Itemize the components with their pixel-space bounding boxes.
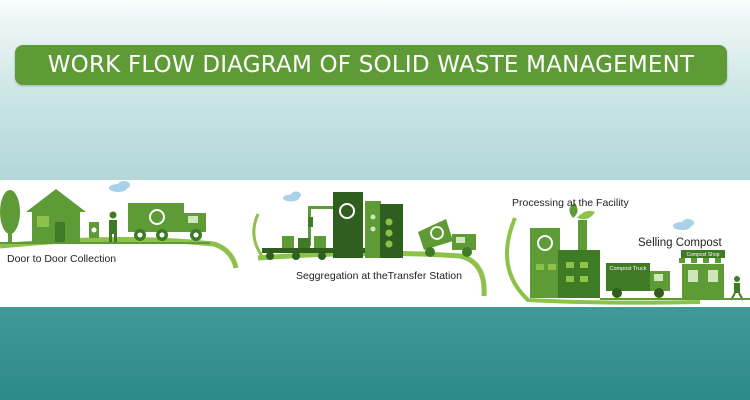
leaf-icon — [569, 203, 595, 220]
sorting-building-icon — [333, 192, 403, 258]
conveyor-belt — [262, 236, 380, 260]
compost-shop-icon: Compost Shop — [679, 250, 727, 298]
stage-transfer-station — [252, 192, 487, 297]
compost-truck-sign: Compost Truck — [610, 266, 647, 272]
stage-label-processing: Processing at the Facility — [512, 197, 629, 209]
person-icon — [730, 276, 744, 301]
cloud-icon — [673, 219, 694, 230]
compost-truck-icon: Compost Truck — [606, 263, 670, 298]
diagram-title: WORK FLOW DIAGRAM OF SOLID WASTE MANAGEM… — [47, 52, 695, 78]
cloud-icon — [283, 191, 301, 202]
house-icon — [26, 189, 86, 242]
workflow-illustration: Compost Truck Compost Shop — [0, 181, 750, 305]
stage-processing-facility — [505, 203, 701, 305]
cloud-icon — [109, 181, 130, 192]
garbage-truck-icon — [128, 203, 206, 241]
factory-icon — [530, 220, 600, 298]
person-icon — [109, 211, 117, 242]
stage-selling-compost: Compost Truck Compost Shop — [600, 250, 750, 301]
recycle-bin-icon — [89, 222, 99, 238]
stage-label-transfer-station: Seggregation at theTransfer Station — [296, 270, 462, 282]
title-banner: WORK FLOW DIAGRAM OF SOLID WASTE MANAGEM… — [15, 45, 727, 85]
stage-label-selling-compost: Selling Compost — [638, 237, 722, 249]
ground-swoosh — [505, 217, 701, 305]
bottom-teal-band — [0, 307, 750, 400]
tree-icon — [0, 190, 20, 244]
dump-truck-icon — [418, 219, 476, 257]
stage-door-to-door — [0, 189, 239, 269]
crane-icon — [308, 206, 334, 246]
compost-shop-sign: Compost Shop — [686, 252, 719, 258]
stage-label-door-to-door: Door to Door Collection — [7, 253, 117, 265]
